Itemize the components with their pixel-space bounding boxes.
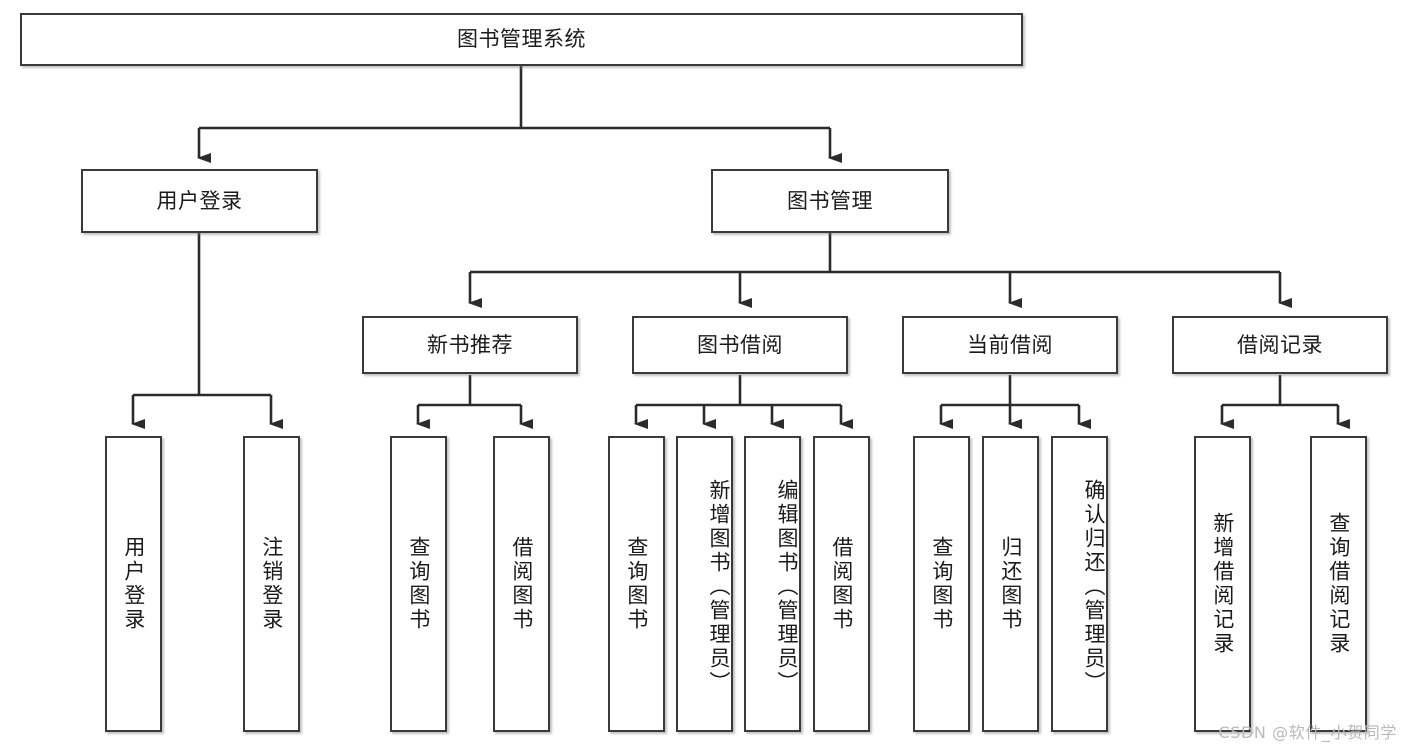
node-borrow-record-label: 借阅记录 bbox=[1237, 332, 1323, 357]
leaf-query-record-label: 查询借阅记录 bbox=[1326, 512, 1351, 656]
node-current-borrow[interactable]: 当前借阅 bbox=[902, 316, 1118, 374]
leaf-logout-login-label: 注销登录 bbox=[259, 536, 284, 632]
leaf-logout-login[interactable]: 注销登录 bbox=[243, 436, 300, 732]
node-new-book-recommend[interactable]: 新书推荐 bbox=[362, 316, 578, 374]
leaf-query-book-1-label: 查询图书 bbox=[406, 536, 431, 632]
leaf-user-login-label: 用户登录 bbox=[121, 536, 146, 632]
leaf-add-book[interactable]: 新增图书（管理员） bbox=[676, 436, 733, 732]
leaf-borrow-book-1-label: 借阅图书 bbox=[509, 536, 534, 632]
leaf-borrow-book-2[interactable]: 借阅图书 bbox=[813, 436, 870, 732]
watermark: CSDN @软件_小贺同学 bbox=[1218, 723, 1397, 742]
leaf-confirm-return-label: 确认归还（管理员） bbox=[1082, 479, 1106, 695]
node-borrow-record[interactable]: 借阅记录 bbox=[1172, 316, 1388, 374]
node-book-borrow-label: 图书借阅 bbox=[697, 332, 783, 357]
node-current-borrow-label: 当前借阅 bbox=[967, 332, 1053, 357]
leaf-query-record[interactable]: 查询借阅记录 bbox=[1310, 436, 1367, 732]
leaf-return-book[interactable]: 归还图书 bbox=[982, 436, 1039, 732]
node-book-manage-label: 图书管理 bbox=[787, 188, 873, 213]
leaf-return-book-label: 归还图书 bbox=[998, 536, 1023, 632]
node-user-login-label: 用户登录 bbox=[156, 188, 243, 213]
node-user-login[interactable]: 用户登录 bbox=[81, 169, 318, 233]
leaf-add-record-label: 新增借阅记录 bbox=[1210, 512, 1235, 656]
leaf-query-book-3-label: 查询图书 bbox=[929, 536, 954, 632]
leaf-confirm-return[interactable]: 确认归还（管理员） bbox=[1051, 436, 1108, 732]
leaf-borrow-book-2-label: 借阅图书 bbox=[829, 536, 854, 632]
leaf-borrow-book-1[interactable]: 借阅图书 bbox=[493, 436, 550, 732]
leaf-edit-book[interactable]: 编辑图书（管理员） bbox=[744, 436, 801, 732]
leaf-query-book-1[interactable]: 查询图书 bbox=[390, 436, 447, 732]
node-new-book-recommend-label: 新书推荐 bbox=[427, 332, 513, 357]
leaf-query-book-2-label: 查询图书 bbox=[624, 536, 649, 632]
node-book-borrow[interactable]: 图书借阅 bbox=[632, 316, 848, 374]
leaf-user-login[interactable]: 用户登录 bbox=[105, 436, 162, 732]
node-root-label: 图书管理系统 bbox=[457, 27, 586, 52]
leaf-edit-book-label: 编辑图书（管理员） bbox=[775, 479, 799, 695]
node-root[interactable]: 图书管理系统 bbox=[20, 13, 1023, 66]
leaf-add-record[interactable]: 新增借阅记录 bbox=[1194, 436, 1251, 732]
node-book-manage[interactable]: 图书管理 bbox=[711, 169, 949, 233]
leaf-query-book-2[interactable]: 查询图书 bbox=[608, 436, 665, 732]
leaf-add-book-label: 新增图书（管理员） bbox=[707, 479, 731, 695]
leaf-query-book-3[interactable]: 查询图书 bbox=[913, 436, 970, 732]
